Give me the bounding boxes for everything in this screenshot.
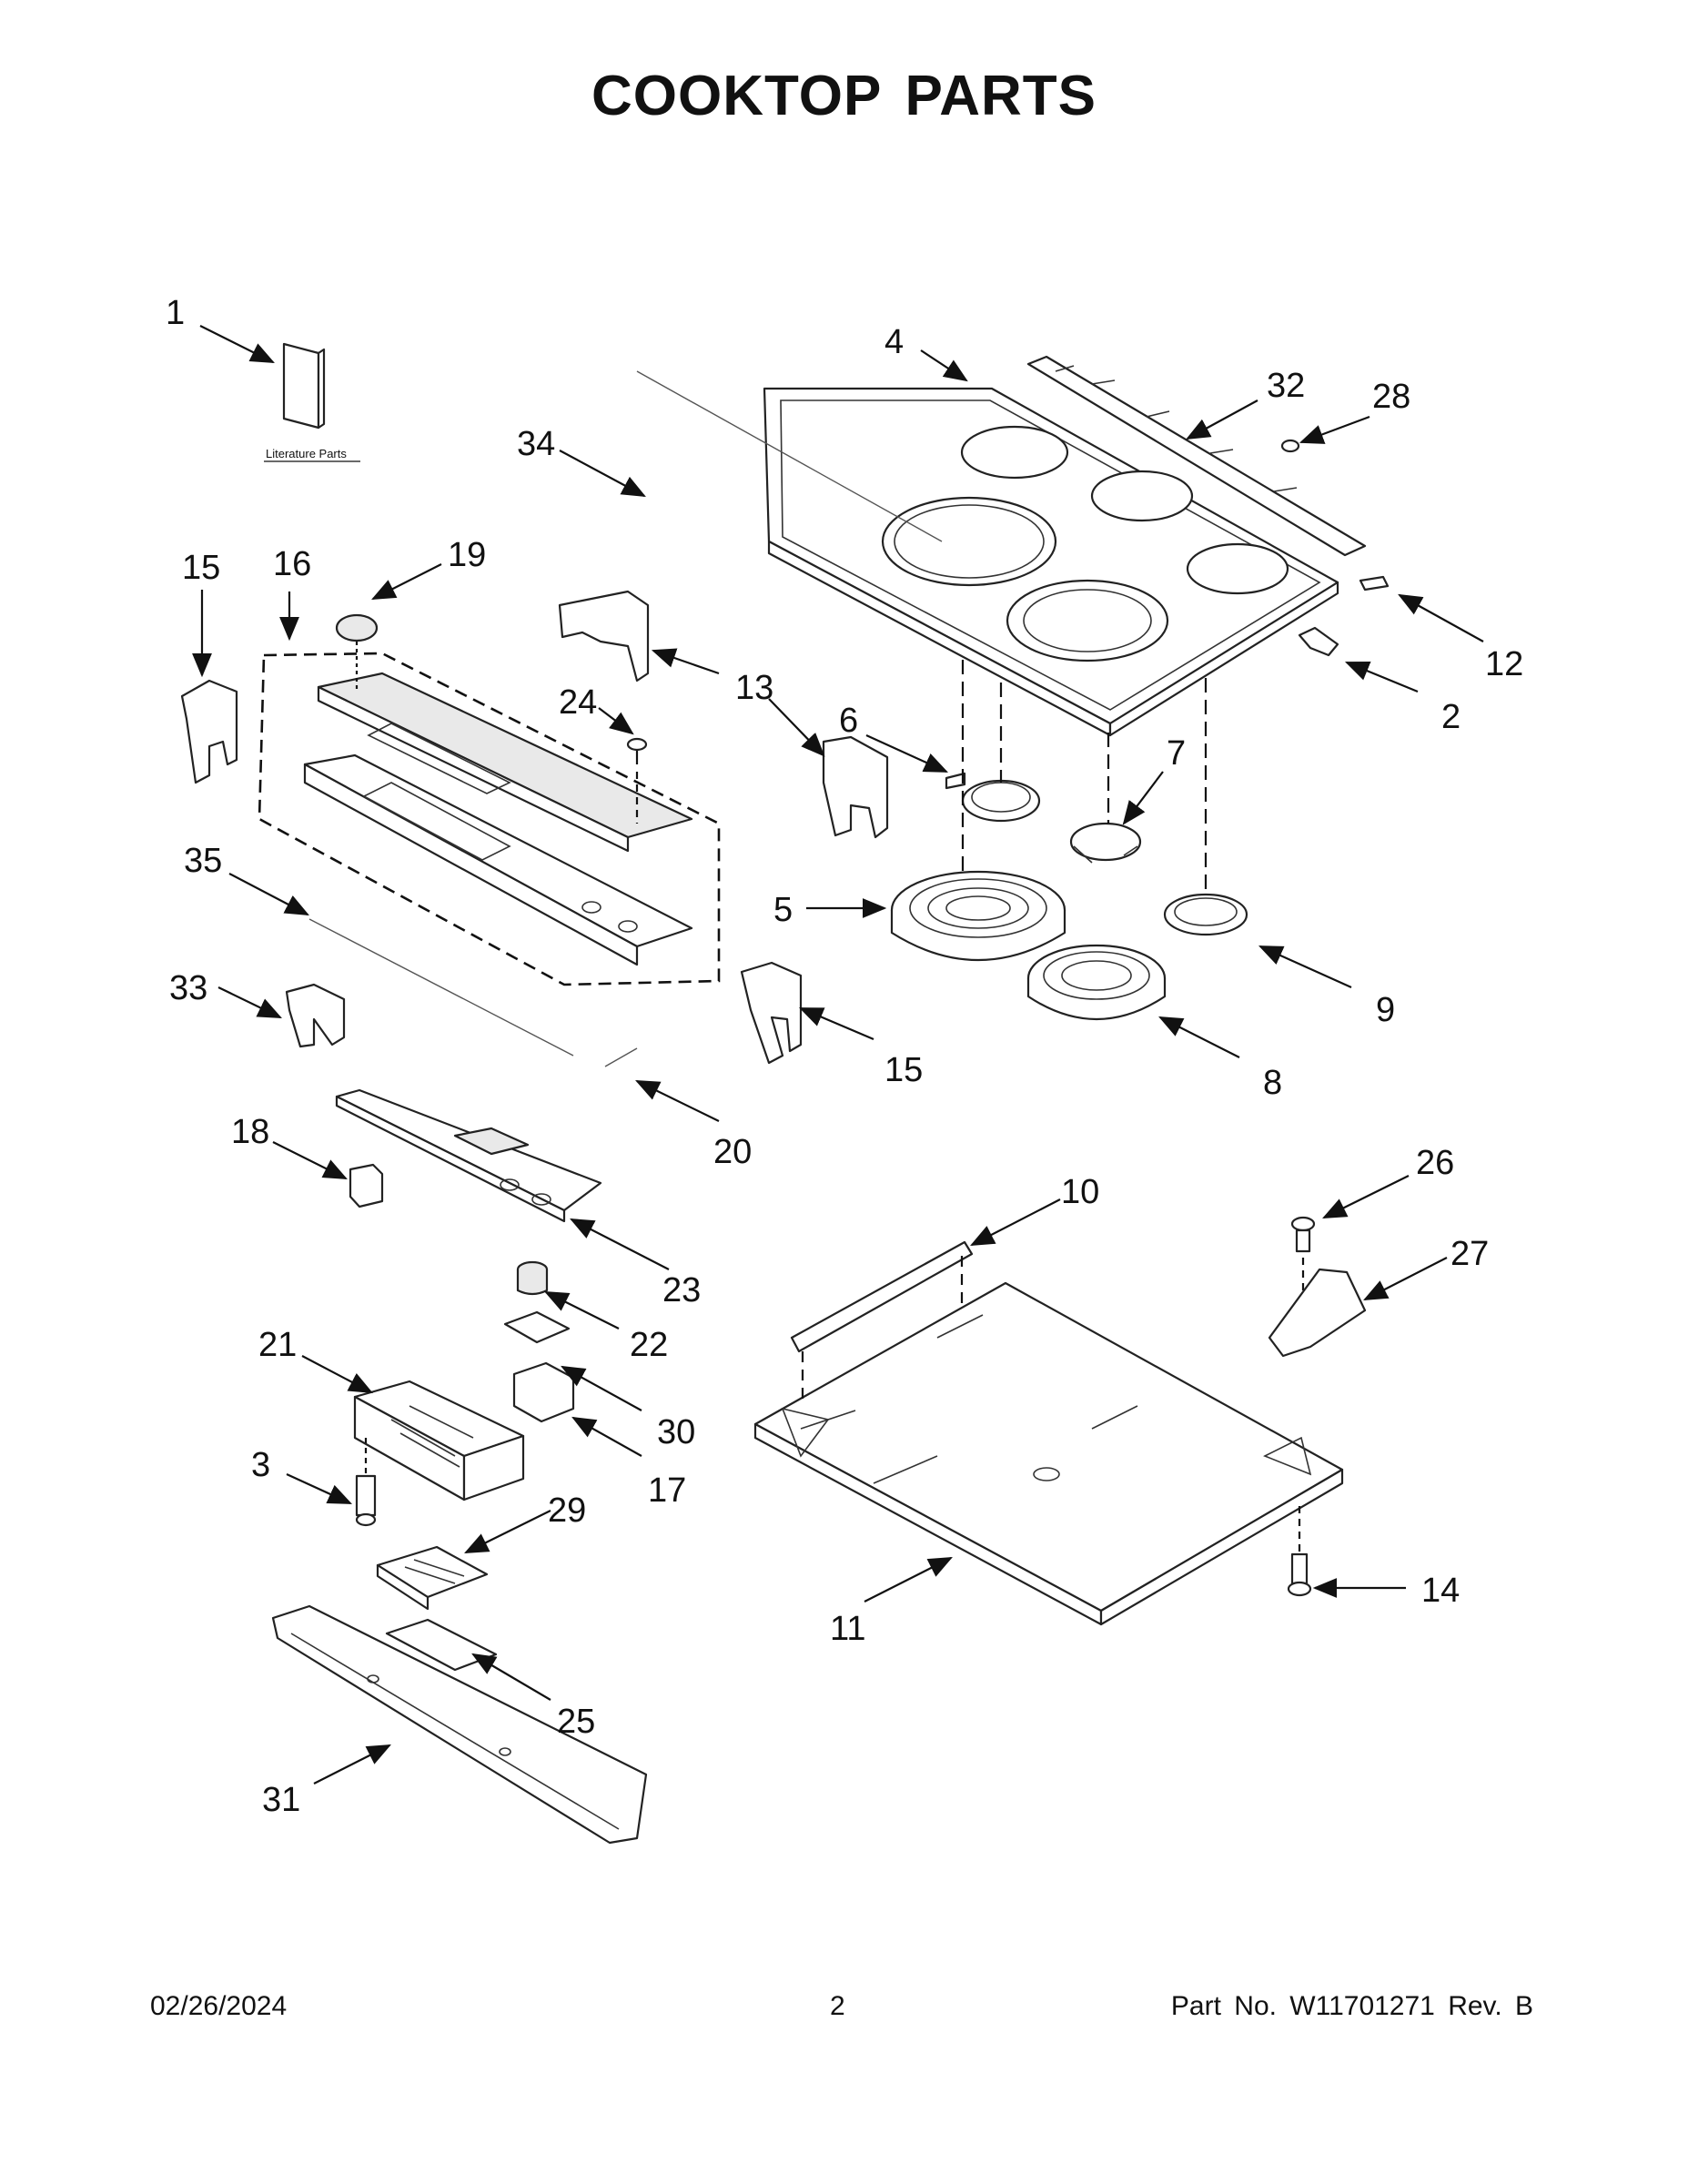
wire-34 bbox=[636, 370, 943, 542]
mounting-plate-30 bbox=[503, 1310, 571, 1344]
callout-15a: 15 bbox=[182, 549, 220, 587]
callout-4: 4 bbox=[884, 323, 904, 361]
cooktop-glass-top bbox=[763, 387, 1339, 737]
board-29 bbox=[376, 1545, 489, 1611]
callout-30: 30 bbox=[657, 1413, 695, 1451]
callout-1: 1 bbox=[166, 294, 185, 332]
alignment-lines bbox=[961, 660, 1208, 896]
rear-trim-strip bbox=[1026, 355, 1367, 557]
page-title: COOKTOP PARTS bbox=[591, 65, 1097, 127]
callout-33: 33 bbox=[169, 969, 207, 1007]
bracket-33 bbox=[285, 983, 346, 1048]
callout-9: 9 bbox=[1376, 991, 1395, 1029]
screw-24 bbox=[626, 737, 648, 824]
callout-14: 14 bbox=[1421, 1572, 1460, 1610]
base-plate-11 bbox=[753, 1281, 1344, 1626]
footer-date: 02/26/2024 bbox=[150, 1991, 288, 2021]
callout-26: 26 bbox=[1416, 1144, 1454, 1182]
callout-21: 21 bbox=[258, 1326, 297, 1364]
bracket-27 bbox=[1268, 1268, 1367, 1358]
callout-25: 25 bbox=[557, 1703, 595, 1741]
side-bracket-left bbox=[180, 679, 238, 784]
callout-15b: 15 bbox=[884, 1051, 923, 1089]
surface-element-8 bbox=[1026, 944, 1167, 1021]
literature-parts-label: Literature Parts bbox=[266, 447, 347, 460]
callout-8: 8 bbox=[1263, 1064, 1282, 1102]
callout-16: 16 bbox=[273, 545, 311, 583]
callout-7: 7 bbox=[1167, 734, 1186, 773]
bumper bbox=[1280, 439, 1300, 453]
callout-17: 17 bbox=[648, 1471, 686, 1510]
surface-element-9 bbox=[1163, 893, 1248, 936]
callout-6: 6 bbox=[839, 702, 858, 740]
control-board-bracket-23 bbox=[335, 1088, 602, 1223]
callout-24: 24 bbox=[559, 683, 597, 722]
large-surface-element-5 bbox=[890, 870, 1066, 961]
callout-35: 35 bbox=[184, 842, 222, 880]
switch-stack bbox=[503, 1260, 575, 1423]
leader-arrows bbox=[192, 325, 1484, 1785]
side-bracket-13 bbox=[558, 590, 650, 682]
small-surface-element-6 bbox=[945, 772, 1041, 823]
footer-part-number: Part No. W11701271 Rev. B bbox=[1170, 1991, 1533, 2021]
callout-22: 22 bbox=[630, 1326, 668, 1364]
knob bbox=[335, 613, 379, 692]
callout-28: 28 bbox=[1372, 378, 1410, 416]
callout-18: 18 bbox=[231, 1113, 269, 1151]
callout-20: 20 bbox=[713, 1133, 752, 1171]
callout-29: 29 bbox=[548, 1491, 586, 1530]
limiter-7 bbox=[1069, 822, 1142, 864]
side-bracket-right bbox=[740, 961, 803, 1065]
callout-11: 11 bbox=[830, 1610, 865, 1648]
wire-35 bbox=[308, 918, 574, 1057]
control-panel bbox=[303, 672, 693, 966]
callout-5: 5 bbox=[773, 891, 793, 929]
callout-27: 27 bbox=[1450, 1235, 1489, 1273]
callout-23: 23 bbox=[662, 1271, 701, 1309]
callout-31: 31 bbox=[262, 1781, 300, 1819]
callout-19: 19 bbox=[448, 536, 486, 574]
front-trim-31 bbox=[271, 1604, 648, 1845]
control-panel-assembly-outline bbox=[258, 652, 721, 986]
control-board-21 bbox=[353, 1380, 525, 1502]
side-bracket-lower bbox=[822, 735, 889, 839]
bracket-clip-12 bbox=[1359, 575, 1390, 592]
callout-34: 34 bbox=[517, 425, 555, 463]
footer-page-number: 2 bbox=[830, 1991, 845, 2021]
wire-20 bbox=[604, 1047, 638, 1067]
rear-channel-10 bbox=[790, 1240, 974, 1353]
screw-14 bbox=[1287, 1506, 1312, 1597]
callout-12: 12 bbox=[1485, 645, 1523, 683]
literature-parts-booklet: Literature Parts bbox=[264, 342, 360, 462]
screw-3 bbox=[355, 1438, 377, 1527]
callout-labels: 1 4 32 28 34 15 16 19 12 13 24 6 2 7 35 … bbox=[166, 294, 1523, 1819]
callout-10: 10 bbox=[1061, 1173, 1099, 1211]
callout-32: 32 bbox=[1267, 367, 1305, 405]
switch-17 bbox=[512, 1361, 575, 1423]
bracket-clip-2 bbox=[1298, 626, 1339, 657]
callout-13: 13 bbox=[735, 669, 773, 707]
callout-3: 3 bbox=[251, 1446, 270, 1484]
relay-18 bbox=[349, 1163, 384, 1208]
callout-2: 2 bbox=[1441, 698, 1461, 736]
